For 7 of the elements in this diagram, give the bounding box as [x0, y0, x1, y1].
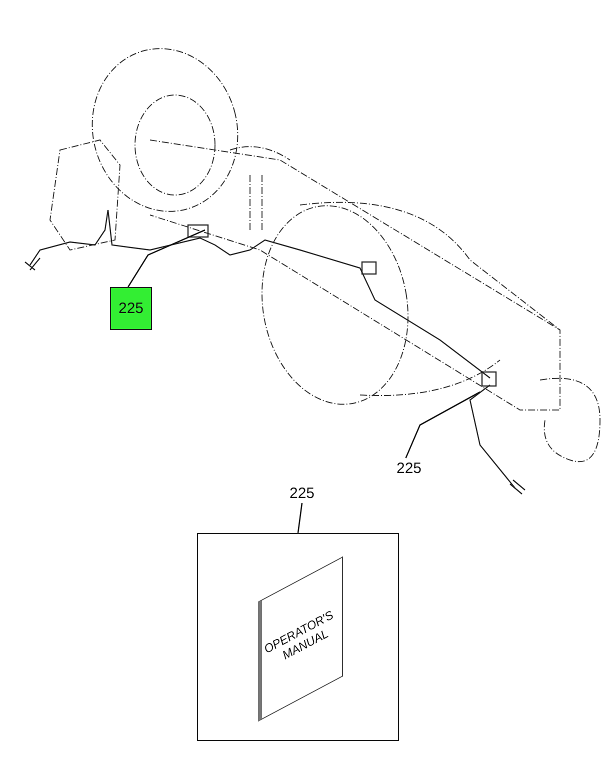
callout-number: 225 — [286, 483, 318, 503]
leader-line — [128, 229, 206, 288]
callout-number: 225 — [110, 287, 152, 330]
leader-line — [405, 391, 480, 458]
callout-number: 225 — [393, 458, 425, 478]
inset-frame — [197, 533, 399, 741]
leader-line — [297, 502, 303, 534]
